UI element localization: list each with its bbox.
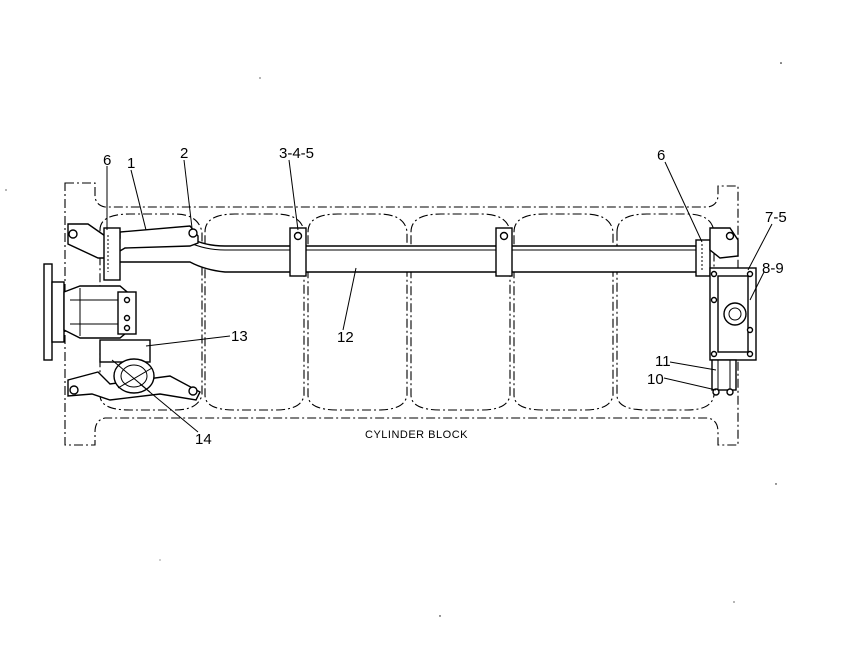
callout-labels: 6 1 2 3-4-5 6 7-5 8-9 13 12 11 10 14 [103,145,787,448]
scan-specks [5,62,782,617]
right-housing [709,267,757,361]
callout-14: 14 [195,431,212,448]
callout-1: 1 [127,155,135,172]
callout-6-left: 6 [103,152,111,169]
left-pump-assembly [43,263,137,361]
callout-11: 11 [655,353,671,370]
callout-12: 12 [337,329,354,346]
callout-13: 13 [231,328,248,345]
right-lower-tube [711,359,737,396]
left-upper-bracket [67,223,199,281]
callout-10: 10 [647,371,664,388]
callout-8-9: 8-9 [762,260,784,277]
tube-clamps [289,227,513,277]
right-bracket [695,227,739,277]
leader-lines [106,159,773,433]
cylinder-block-caption: CYLINDER BLOCK [365,429,468,441]
callout-3-4-5: 3-4-5 [279,145,314,162]
callout-6-right: 6 [657,147,665,164]
lower-left-elbow [67,339,201,401]
callout-7-5: 7-5 [765,209,787,226]
callout-2: 2 [180,145,188,162]
